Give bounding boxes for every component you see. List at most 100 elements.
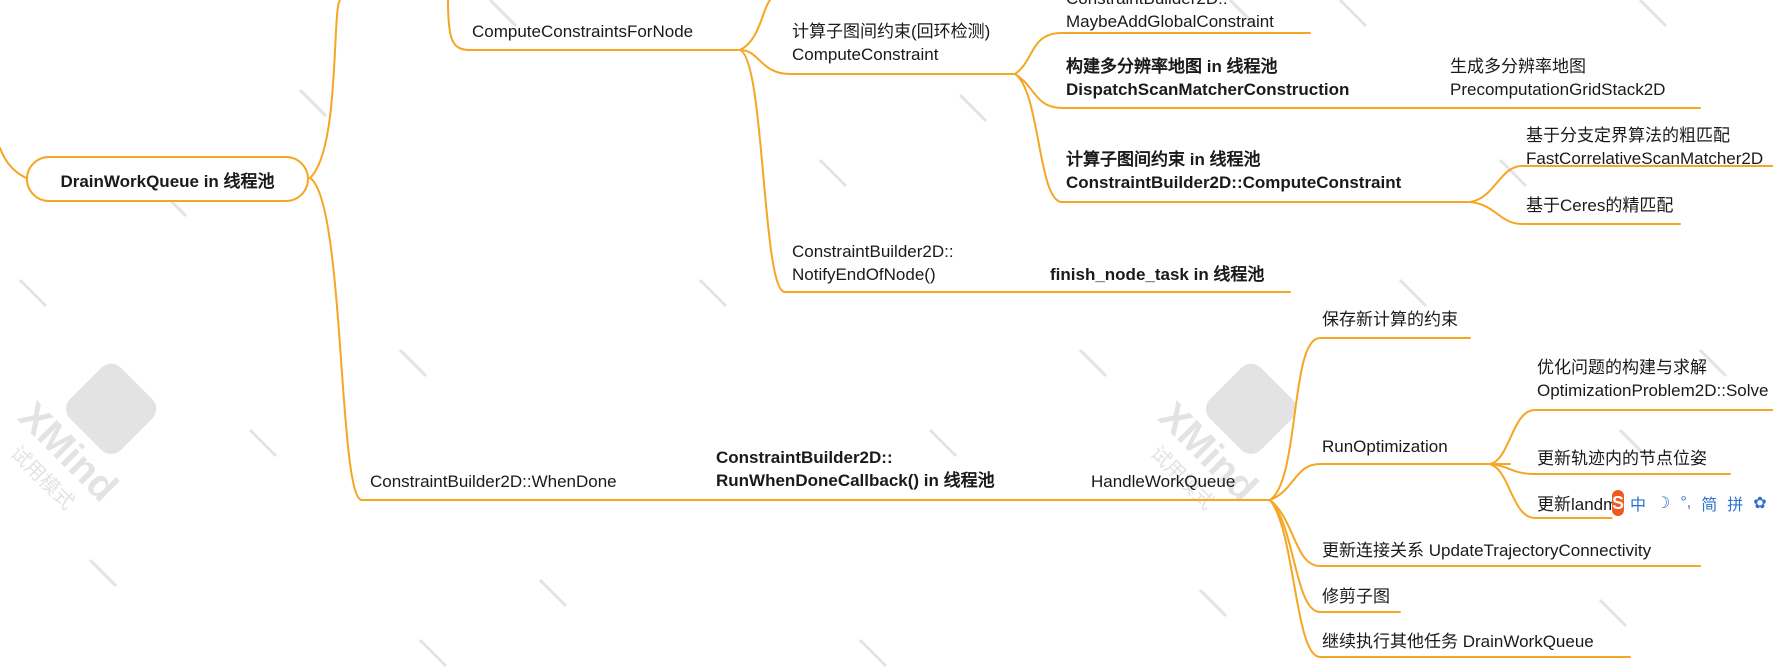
node-label-line2: ConstraintBuilder2D::ComputeConstraint [1066,173,1402,192]
watermark-dash [18,278,48,308]
node-label-line1: 计算子图间约束 in 线程池 [1066,150,1261,169]
node-handle-work-queue[interactable]: HandleWorkQueue [1091,470,1235,493]
root-node-label: DrainWorkQueue in 线程池 [60,171,275,191]
node-compute-constraint[interactable]: 计算子图间约束(回环检测) ComputeConstraint [792,20,990,66]
node-label-line1: ConstraintBuilder2D:: [792,242,954,261]
branch-to-continue [1269,499,1631,658]
node-precomputation-grid[interactable]: 生成多分辨率地图 PrecomputationGridStack2D [1450,55,1665,101]
node-trim-submaps[interactable]: 修剪子图 [1322,585,1390,608]
punctuation-icon[interactable]: °, [1680,494,1692,511]
watermark-dash [1698,348,1728,378]
node-when-done[interactable]: ConstraintBuilder2D::WhenDone [370,470,617,493]
node-label: HandleWorkQueue [1091,472,1236,491]
node-label: 继续执行其他任务 DrainWorkQueue [1322,632,1594,651]
branch-to-update-landmarks [1489,463,1613,519]
node-compute-constraints-for-node[interactable]: ComputeConstraintsForNode [472,20,693,43]
node-label-line1: 计算子图间约束(回环检测) [792,22,991,41]
node-dispatch-scan-matcher[interactable]: 构建多分辨率地图 in 线程池 DispatchScanMatcherConst… [1066,55,1349,101]
watermark-dash [1228,0,1258,28]
node-ceres[interactable]: 基于Ceres的精匹配 [1526,194,1673,217]
node-label-line2: RunWhenDoneCallback() in 线程池 [716,471,995,490]
node-label-line1: ConstraintBuilder2D:: [1066,0,1274,10]
watermark-dash [1618,428,1648,458]
root-node-drain-work-queue[interactable]: DrainWorkQueue in 线程池 [26,156,309,202]
node-label: finish_node_task in 线程池 [1050,265,1265,284]
branch-root-up [309,0,341,179]
branch-to-connectivity [1269,499,1701,567]
node-optimization-problem[interactable]: 优化问题的构建与求解 OptimizationProblem2D::Solve [1537,356,1773,402]
branch-to-compute-for-node [447,0,741,51]
watermark-dash [928,428,958,458]
branch-to-when-done [309,177,1271,501]
node-label-line2: MaybeAddGlobalConstraint [1066,12,1274,31]
watermark-dash [398,348,428,378]
node-finish-node-task[interactable]: finish_node_task in 线程池 [1050,263,1264,286]
watermark-dash [1598,598,1628,628]
watermark-dash [958,93,988,123]
ime-toolbar[interactable]: S 中 ☽ °, 简 拼 ✿ [1612,488,1773,518]
watermark-dash [418,638,448,668]
branch-to-cb-compute [1014,73,1471,203]
branch-to-opt-problem [1489,409,1773,465]
node-label-line2: OptimizationProblem2D::Solve [1537,381,1769,400]
branch-to-notify-end [739,49,1291,293]
node-label-line1: 构建多分辨率地图 in 线程池 [1066,57,1278,76]
node-label: 保存新计算的约束 [1322,310,1458,329]
watermark-dash [1338,0,1368,28]
node-label-line2: NotifyEndOfNode() [792,265,936,284]
ime-logo-icon[interactable]: S [1612,490,1625,516]
node-label-line2: PrecomputationGridStack2D [1450,80,1666,99]
node-label: RunOptimization [1322,437,1448,456]
node-label: 基于Ceres的精匹配 [1526,196,1674,215]
node-label-line1: 优化问题的构建与求解 [1537,358,1707,377]
ime-simplified-toggle[interactable]: 简 [1701,497,1718,514]
node-label-line1: 生成多分辨率地图 [1450,57,1586,76]
watermark-dash [298,88,328,118]
branch-root-left [0,147,27,179]
watermark-dash [1638,0,1668,28]
node-label: 更新连接关系 UpdateTrajectoryConnectivity [1322,541,1652,560]
ime-lang-toggle[interactable]: 中 [1630,497,1647,514]
watermark-dash [1398,278,1428,308]
node-update-connectivity[interactable]: 更新连接关系 UpdateTrajectoryConnectivity [1322,539,1651,562]
node-run-optimization[interactable]: RunOptimization [1322,435,1448,458]
moon-icon[interactable]: ☽ [1656,495,1671,512]
node-label-line2: FastCorrelativeScanMatcher2D [1526,149,1764,168]
node-save-constraints[interactable]: 保存新计算的约束 [1322,308,1458,331]
node-run-when-done-callback[interactable]: ConstraintBuilder2D:: RunWhenDoneCallbac… [716,446,995,492]
watermark-dash [1078,348,1108,378]
branch-to-dispatch [1014,73,1461,109]
node-label-line1: 基于分支定界算法的粗匹配 [1526,126,1730,145]
watermark-dash [698,278,728,308]
node-continue-tasks[interactable]: 继续执行其他任务 DrainWorkQueue [1322,630,1594,653]
node-update-node-poses[interactable]: 更新轨迹内的节点位姿 [1537,447,1707,470]
gear-icon[interactable]: ✿ [1753,495,1767,512]
branch-to-fast-correlative [1469,165,1773,203]
watermark-dash [858,638,888,668]
branch-to-ceres [1469,201,1681,225]
watermark-dash [88,558,118,588]
node-fast-correlative[interactable]: 基于分支定界算法的粗匹配 FastCorrelativeScanMatcher2… [1526,124,1773,170]
node-maybe-add-global-constraint[interactable]: ConstraintBuilder2D:: MaybeAddGlobalCons… [1066,0,1274,33]
branch-to-run-opt [1269,463,1511,501]
node-label-line2: DispatchScanMatcherConstruction [1066,80,1350,99]
branch-to-update-poses [1489,463,1731,475]
watermark-dash [488,0,518,28]
node-label-line2: ComputeConstraint [792,45,939,64]
node-cb-compute-constraint[interactable]: 计算子图间约束 in 线程池 ConstraintBuilder2D::Comp… [1066,148,1401,194]
branch-to-maybe-add [1014,32,1311,75]
node-notify-end-of-node[interactable]: ConstraintBuilder2D:: NotifyEndOfNode() [792,240,954,286]
node-label: 更新轨迹内的节点位姿 [1537,449,1707,468]
ime-pinyin-toggle[interactable]: 拼 [1727,497,1744,514]
branch-to-save [1269,337,1471,501]
watermark-dash [538,578,568,608]
watermark-dash [248,428,278,458]
node-label: ConstraintBuilder2D::WhenDone [370,472,617,491]
watermark-dash [818,158,848,188]
watermark-dash [1498,158,1528,188]
branch-to-trim [1269,499,1401,613]
